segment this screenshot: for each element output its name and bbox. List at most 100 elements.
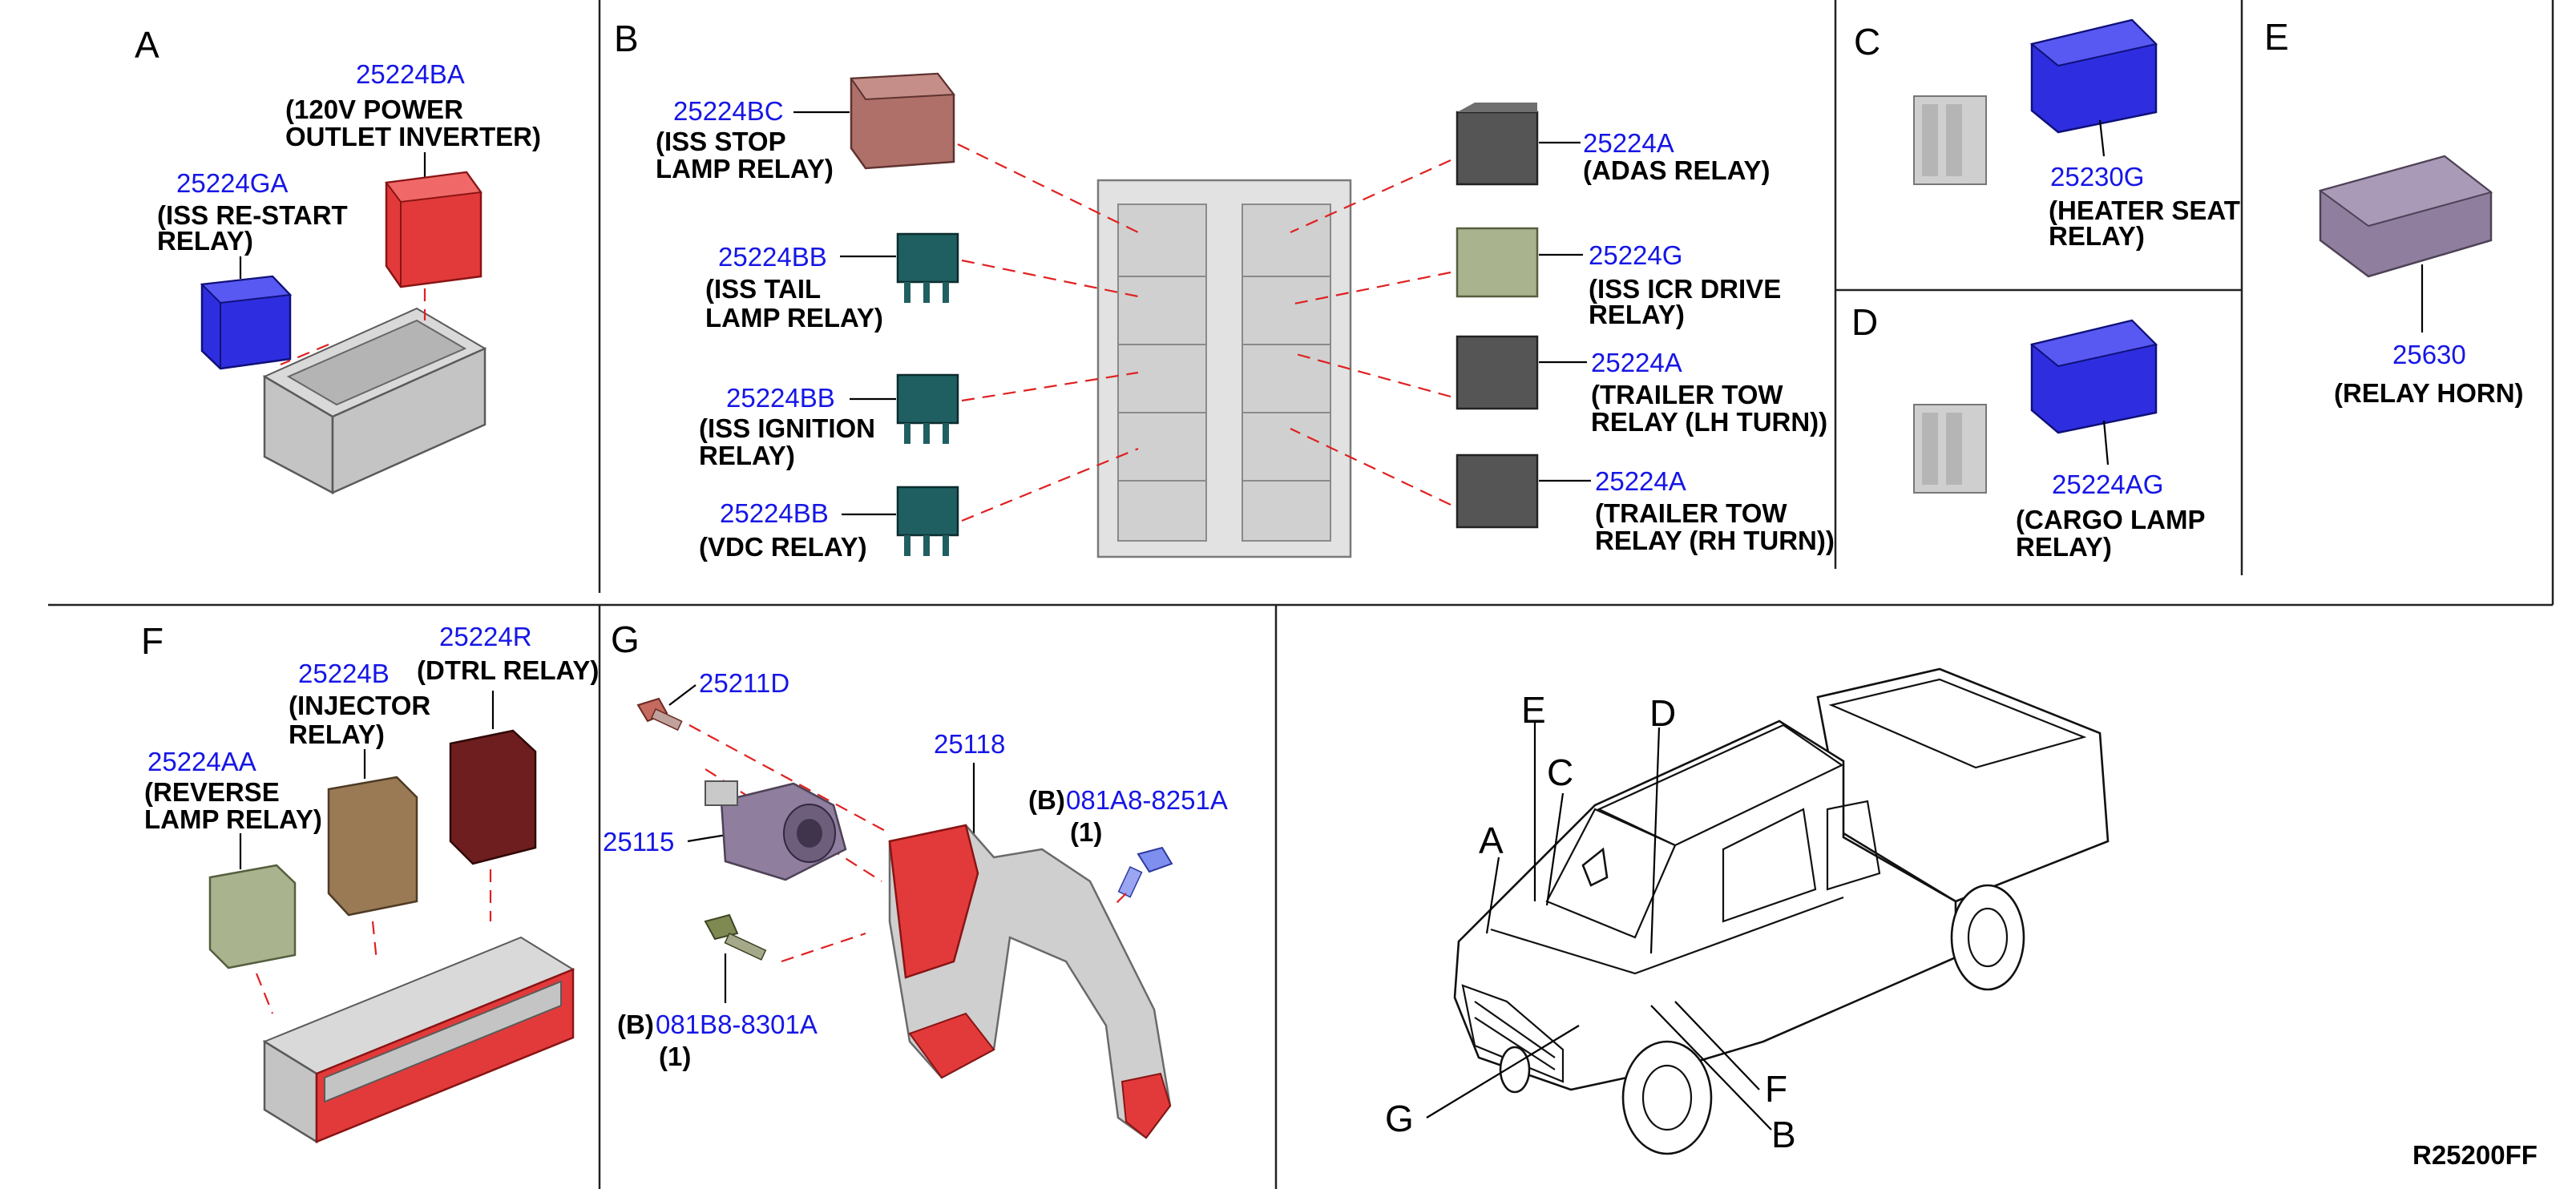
part-desc-25224bc-line2: LAMP RELAY): [656, 154, 834, 183]
part-number-25224aa: 25224AA: [147, 747, 256, 776]
part-number-25224g: 25224G: [1589, 240, 1682, 270]
part-number-25224a-lh: 25224A: [1591, 348, 1682, 377]
relay-dtrl: [449, 729, 537, 865]
vehicle-callout-b: B: [1771, 1114, 1796, 1155]
relay-box-b: [1096, 179, 1352, 558]
part-desc-25224ba-line1: (120V POWER: [285, 95, 463, 124]
section-d: 25224AG (CARGO LAMP RELAY): [1913, 319, 2205, 562]
section-label-g: G: [611, 619, 640, 660]
relay-injector: [327, 776, 418, 917]
relay-inverter-red: [385, 171, 482, 288]
part-desc-25224aa-line2: LAMP RELAY): [144, 804, 322, 834]
bolt-081b8: [704, 913, 767, 961]
part-number-25211d: 25211D: [699, 668, 789, 698]
section-g: 25211D 25118 25115 (B) 081A8-8251A (1) (…: [603, 668, 1228, 1139]
part-desc-25224g-line1: (ISS ICR DRIVE: [1589, 274, 1781, 304]
panel-frame: [48, 0, 2554, 1189]
vehicle-callout-d: D: [1649, 692, 1676, 734]
relay-iss-restart-blue: [200, 275, 293, 370]
section-label-b: B: [614, 18, 639, 59]
part-desc-25224ga-line1: (ISS RE-START: [157, 200, 348, 230]
part-desc-25630: (RELAY HORN): [2334, 378, 2524, 408]
part-number-25224b: 25224B: [298, 659, 390, 688]
part-desc-25224r: (DTRL RELAY): [417, 655, 599, 685]
vehicle-callout-c: C: [1547, 752, 1573, 793]
part-number-25224bc: 25224BC: [673, 96, 784, 126]
section-f: 25224R (DTRL RELAY) 25224B (INJECTOR REL…: [144, 622, 599, 1144]
section-label-e: E: [2264, 16, 2289, 58]
relay-iss-icr-drive: [1456, 227, 1539, 298]
bolt-081a8: [1117, 846, 1173, 898]
part-desc-25224a-adas: (ADAS RELAY): [1583, 155, 1770, 185]
part-desc-25224bb-ignition-line1: (ISS IGNITION: [699, 413, 875, 443]
part-desc-25224bb-tail-line2: LAMP RELAY): [705, 303, 883, 333]
part-desc-25224ba-line2: OUTLET INVERTER): [285, 122, 541, 151]
vehicle-callout-f: F: [1765, 1068, 1787, 1110]
fuse-holder-f: [262, 936, 575, 1144]
section-label-a: A: [135, 24, 159, 66]
section-c: 25230G (HEATER SEAT RELAY): [1913, 18, 2240, 251]
part-desc-25224a-rh-line1: (TRAILER TOW: [1595, 498, 1787, 528]
part-qty-081a8: (1): [1070, 817, 1102, 847]
fuse-holder-a: [262, 307, 487, 495]
part-desc-25230g-line1: (HEATER SEAT: [2049, 195, 2240, 225]
section-label-d: D: [1851, 301, 1878, 343]
part-desc-25224bb-vdc: (VDC RELAY): [699, 532, 867, 562]
part-desc-25224bc-line1: (ISS STOP: [656, 127, 786, 156]
vehicle-callout-g: G: [1385, 1098, 1414, 1139]
part-number-081b8-8301a: 081B8-8301A: [656, 1010, 818, 1039]
relay-horn: [2318, 155, 2493, 278]
part-desc-25224bb-ignition-line2: RELAY): [699, 441, 795, 470]
part-desc-25224a-lh-line2: RELAY (LH TURN)): [1591, 407, 1827, 437]
part-number-25230g: 25230G: [2050, 162, 2144, 191]
vehicle-callout-e: E: [1521, 689, 1546, 731]
relay-trailer-tow-rh: [1456, 453, 1539, 529]
power-outlet-25115: [705, 780, 847, 881]
part-desc-25224aa-line1: (REVERSE: [144, 777, 280, 807]
relay-trailer-tow-lh: [1456, 335, 1539, 410]
part-desc-25224bb-tail-line1: (ISS TAIL: [705, 274, 821, 304]
part-desc-25224a-rh-line2: RELAY (RH TURN)): [1595, 526, 1835, 555]
part-number-25224ga: 25224GA: [176, 168, 288, 198]
part-number-25224a-adas: 25224A: [1583, 128, 1674, 158]
part-number-25224bb-tail: 25224BB: [718, 242, 827, 272]
diagram-code: R25200FF: [2412, 1140, 2538, 1170]
section-e: 25630 (RELAY HORN): [2318, 155, 2524, 408]
relay-iss-ignition: [896, 373, 959, 444]
relay-vdc: [896, 486, 959, 556]
part-desc-25224g-line2: RELAY): [1589, 300, 1685, 329]
part-desc-25224b-line2: RELAY): [289, 719, 385, 749]
part-number-25224r: 25224R: [439, 622, 532, 651]
connector-c: [1913, 95, 1987, 185]
part-number-25115: 25115: [603, 827, 674, 856]
part-desc-25224a-lh-line1: (TRAILER TOW: [1591, 380, 1783, 409]
section-b: 25224BC (ISS STOP LAMP RELAY) 25224BB (I…: [656, 72, 1835, 562]
part-number-25224ba: 25224BA: [356, 59, 465, 89]
section-label-c: C: [1854, 21, 1880, 62]
part-number-25118: 25118: [934, 729, 1005, 759]
part-number-25224bb-ignition: 25224BB: [726, 383, 835, 413]
relay-reverse-lamp: [208, 864, 297, 969]
relay-iss-tail-lamp: [896, 232, 959, 303]
relay-adas: [1456, 103, 1539, 186]
vehicle-illustration: [1426, 667, 2110, 1155]
part-desc-25224ag-line2: RELAY): [2016, 532, 2112, 562]
part-number-25630: 25630: [2392, 340, 2466, 369]
part-desc-25230g-line2: RELAY): [2049, 221, 2145, 251]
part-desc-25224ag-line1: (CARGO LAMP: [2016, 505, 2205, 534]
part-prefix-081a8: (B): [1028, 785, 1065, 815]
part-desc-25224ga-line2: RELAY): [157, 226, 253, 256]
relay-heater-seat: [2029, 18, 2158, 134]
part-number-25224bb-vdc: 25224BB: [720, 498, 829, 528]
bracket-25118: [888, 824, 1172, 1139]
part-desc-25224b-line1: (INJECTOR: [289, 691, 430, 720]
part-number-25224a-rh: 25224A: [1595, 466, 1686, 496]
section-a: 25224BA (120V POWER OUTLET INVERTER) 252…: [157, 59, 541, 495]
relay-cargo-lamp: [2029, 319, 2158, 434]
part-number-081a8-8251a: 081A8-8251A: [1066, 785, 1228, 815]
relay-iss-stop-lamp: [850, 72, 955, 170]
vehicle-callout-a: A: [1479, 820, 1504, 861]
bolt-25211d: [636, 697, 683, 732]
part-number-25224ag: 25224AG: [2052, 470, 2163, 499]
